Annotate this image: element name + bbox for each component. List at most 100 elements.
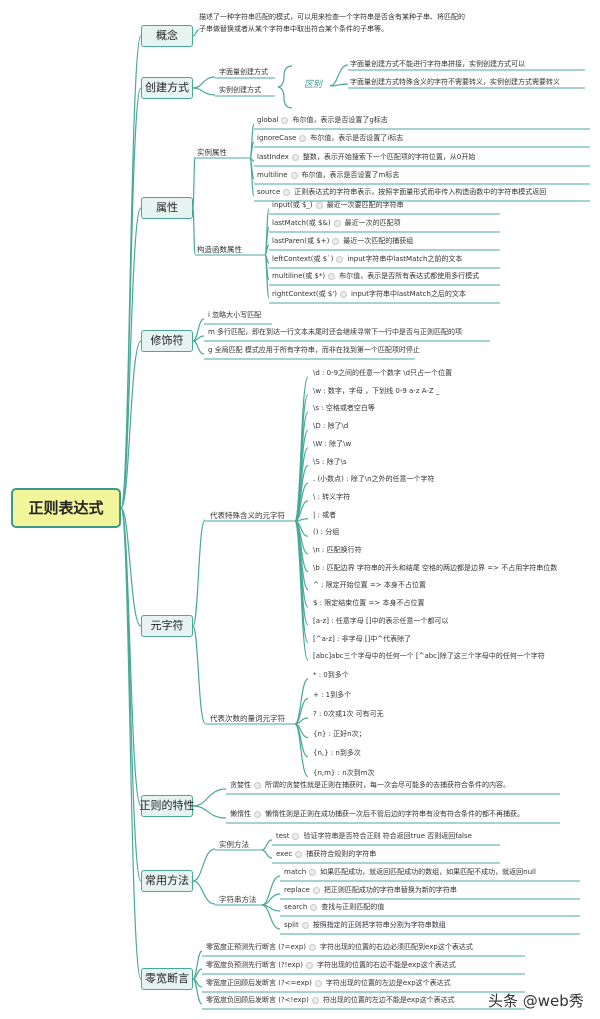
sub-to-leaf-line xyxy=(261,904,281,912)
feature-item[interactable]: 贪婪性所谓的贪婪性就是正则在捕获时，每一次会尽可能多的去捕获符合条件的内容。 xyxy=(230,781,510,789)
metachar-item[interactable]: [a-z] : 任意字母 []中的表示任意一个都可以 xyxy=(313,616,449,625)
creation-literal[interactable]: 字面量创建方式 xyxy=(219,68,268,76)
item-desc: 布尔值，表示是否设置了m标志 xyxy=(301,171,400,179)
item-desc: 查找与正则匹配的值 xyxy=(321,903,385,911)
special-metachar-label[interactable]: 代表特殊含义的元字符 xyxy=(210,511,285,520)
sub-to-leaf-line xyxy=(261,849,273,859)
category-node[interactable]: 常用方法 xyxy=(141,870,193,892)
creation-instance[interactable]: 实例创建方式 xyxy=(219,86,261,94)
modifier-item[interactable]: g 全局匹配 模式应用于所有字符串，而非在找到第一个匹配项时停止 xyxy=(208,346,420,354)
metachar-item[interactable]: \ : 转义字符 xyxy=(313,492,351,501)
item-name: 懒惰性 xyxy=(230,810,251,818)
category-node[interactable]: 零宽断言 xyxy=(141,968,193,990)
assertion-item[interactable]: 零宽度正回顾后发断言 (?<=exp)字符出现的位置的左边是exp这个表达式 xyxy=(206,979,451,987)
quantifier-item[interactable]: {n} : 正好n次； xyxy=(313,729,366,738)
category-node[interactable]: 属性 xyxy=(141,197,193,219)
metachar-item[interactable]: \S : 除了\s xyxy=(313,457,347,466)
root-to-category-line xyxy=(120,507,142,980)
assertion-item[interactable]: 零宽度正预测先行断言 (?=exp)字符出现的位置的右边必须匹配到exp这个表达… xyxy=(206,943,473,951)
instance-properties-label[interactable]: 实例属性 xyxy=(197,148,227,157)
note-icon xyxy=(283,188,291,196)
metachar-item[interactable]: | : 或者 xyxy=(313,510,337,519)
property-item[interactable]: multiline(或 $*)布尔值，表示是否所有表达式都使用多行模式 xyxy=(272,272,479,280)
string-methods-label[interactable]: 字符串方法 xyxy=(219,895,257,904)
quantifier-item[interactable]: {n,m} : n次到m次 xyxy=(313,768,375,777)
item-desc: 最近一次匹配的捕获组 xyxy=(343,237,414,245)
metachar-item[interactable]: ^ : 限定开始位置 => 本身不占位置 xyxy=(313,581,426,590)
category-node[interactable]: 正则的特性 xyxy=(140,795,195,817)
sub-to-leaf-line xyxy=(261,904,281,930)
instance-methods-label[interactable]: 实例方法 xyxy=(219,840,249,849)
sub-to-leaf-line xyxy=(264,226,270,256)
note-icon xyxy=(254,810,261,818)
property-item[interactable]: lastParen(或 $+)最近一次匹配的捕获组 xyxy=(272,237,413,245)
category-to-sub-line xyxy=(192,207,196,255)
metachar-item[interactable]: \w : 数字，字母 ，下划线 0-9 a-z A-Z _ xyxy=(313,386,440,395)
modifier-item[interactable]: m 多行匹配，即在到达一行文本末尾时还会继续寻常下一行中是否与正则匹配的项 xyxy=(208,328,463,336)
quantifier-item[interactable]: * : 0到多个 xyxy=(313,671,349,679)
metachar-item[interactable]: $ : 限定结束位置 => 本身不占位置 xyxy=(313,599,425,608)
assertion-item[interactable]: 零宽度负回顾后发断言 (?<!exp)符出现的位置的左边不能是exp这个表达式 xyxy=(206,996,455,1004)
category-node[interactable]: 创建方式 xyxy=(141,77,193,99)
constructor-properties-label[interactable]: 构造函数属性 xyxy=(197,245,242,254)
property-item[interactable]: leftContext(或 $`)input字符串中lastMatch之前的文本 xyxy=(272,255,462,263)
item-name: 零宽度负回顾后发断言 (?<!exp) xyxy=(206,996,309,1004)
property-item[interactable]: rightContext(或 $')input字符串中lastMatch之后的文… xyxy=(272,290,466,298)
sub-to-leaf-line xyxy=(294,520,309,537)
item-name: exec xyxy=(276,850,293,858)
brace-line xyxy=(277,65,293,109)
quantifier-item[interactable]: {n,} : n到多次 xyxy=(313,749,361,757)
sub-to-leaf-line xyxy=(261,839,273,851)
category-node[interactable]: 修饰符 xyxy=(141,330,193,352)
difference-item[interactable]: 字面量创建方式不能进行字符串拼接，实例创建方式可以 xyxy=(350,60,525,68)
metachar-item[interactable]: \W : 除了\w xyxy=(313,439,352,448)
quantifier-item[interactable]: ? : 0次或1次 可有可无 xyxy=(313,710,384,718)
metachar-item[interactable]: \n : 匹配换行符 xyxy=(313,546,362,554)
metachar-item[interactable]: \d : 0-9之间的任意一个数字 \d只占一个位置 xyxy=(313,369,453,377)
item-desc: 字符出现的位置的右边不能是exp这个表达式 xyxy=(316,961,456,969)
metachar-item[interactable]: () : 分组 xyxy=(313,528,340,537)
root-node[interactable]: 正则表达式 xyxy=(11,488,121,528)
item-name: 零宽度正回顾后发断言 (?<=exp) xyxy=(206,979,312,987)
metachar-item[interactable]: [abc]abc三个字母中的任何一个 [^abc]除了这三个字母中的任何一个字符 xyxy=(313,652,545,661)
note-icon xyxy=(336,255,344,263)
quantifier-item[interactable]: + : 1到多个 xyxy=(313,690,352,699)
metachar-item[interactable]: [^a-z] : 非字母 []中^代表除了 xyxy=(313,634,412,643)
item-desc: 布尔值，表示是否设置了i标志 xyxy=(310,134,404,142)
category-to-leaf-line xyxy=(192,950,203,980)
note-icon xyxy=(339,290,347,298)
category-node[interactable]: 元字符 xyxy=(141,615,193,637)
metachar-item[interactable]: . (小数点) : 除了\n之外的任意一个字符 xyxy=(313,475,435,484)
category-to-leaf-line xyxy=(192,978,203,988)
metachar-item[interactable]: \s : 空格或者空白等 xyxy=(313,404,375,413)
metachar-item[interactable]: \D : 除了\d xyxy=(313,422,349,431)
quantifier-label[interactable]: 代表次数的量词元字符 xyxy=(210,714,285,723)
item-desc: 所谓的贪婪性就是正则在捕获时，每一次会尽可能多的去捕获符合条件的内容。 xyxy=(265,781,510,789)
difference-item[interactable]: 字面量创建方式特殊含义的字符不需要转义，实例创建方式需要转义 xyxy=(350,78,560,86)
watermark: 头条 @web秀 xyxy=(488,992,584,1010)
item-name: 零宽度负预测先行断言 (?!exp) xyxy=(206,961,303,969)
category-to-sub-line xyxy=(192,848,216,882)
feature-item[interactable]: 懒惰性懒惰性则是正则在成功捕获一次后不管后边的字符串有没有符合条件的都不再捕获。 xyxy=(230,810,524,818)
assertion-item[interactable]: 零宽度负预测先行断言 (?!exp) 字符出现的位置的右边不能是exp这个表达式 xyxy=(206,961,456,969)
item-desc: 最近一次的匹配项 xyxy=(344,219,401,227)
category-node[interactable]: 概念 xyxy=(141,25,193,47)
property-item[interactable]: lastMatch(或 $&)最近一次的匹配项 xyxy=(272,219,401,227)
modifier-item[interactable]: i 忽略大小写匹配 xyxy=(208,311,262,319)
sub-to-leaf-line xyxy=(249,123,255,159)
item-desc: input字符串中lastMatch之后的文本 xyxy=(350,290,466,298)
property-item[interactable]: input(或 $_)最近一次要匹配的字符串 xyxy=(272,201,404,209)
metachar-item[interactable]: \b : 匹配边界 字符串的开头和结尾 空格的两边都是边界 => 不占用字符串位… xyxy=(313,563,558,572)
